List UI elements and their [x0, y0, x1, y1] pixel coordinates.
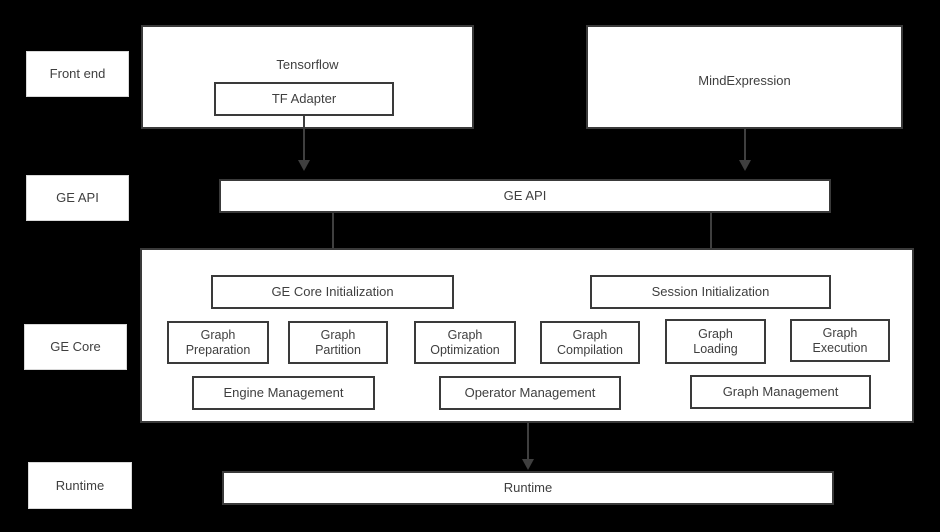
graph-preparation-label: Graph Preparation	[185, 327, 251, 357]
graph-optimization-box: Graph Optimization	[414, 321, 516, 364]
layer-label-ge-core: GE Core	[24, 324, 127, 370]
session-initialization-box: Session Initialization	[590, 275, 831, 309]
graph-management-box: Graph Management	[690, 375, 871, 409]
operator-management-box: Operator Management	[439, 376, 621, 410]
layer-label-ge-api: GE API	[26, 175, 129, 221]
layer-label-front-end: Front end	[26, 51, 129, 97]
connector-ge-api-to-ge-core-init	[332, 213, 334, 260]
mindexpression-container: MindExpression	[586, 25, 903, 129]
arrowhead-mindexpression-to-ge-api	[739, 160, 751, 171]
connector-ge-api-to-session-init	[710, 213, 712, 260]
tf-adapter-box: TF Adapter	[214, 82, 394, 116]
graph-management-label: Graph Management	[722, 384, 839, 400]
session-initialization-label: Session Initialization	[651, 284, 770, 300]
arrowhead-ge-core-to-runtime	[522, 459, 534, 470]
layer-label-ge-api-text: GE API	[56, 190, 99, 206]
tf-adapter-label: TF Adapter	[271, 91, 337, 107]
runtime-bar: Runtime	[222, 471, 834, 505]
runtime-bar-label: Runtime	[503, 480, 553, 496]
ge-api-bar-label: GE API	[503, 188, 547, 204]
ge-core-initialization-label: GE Core Initialization	[271, 284, 394, 300]
graph-preparation-box: Graph Preparation	[167, 321, 269, 364]
layer-label-ge-core-text: GE Core	[50, 339, 101, 355]
tensorflow-title: Tensorflow	[276, 57, 339, 72]
engine-management-label: Engine Management	[223, 385, 344, 401]
ge-core-initialization-box: GE Core Initialization	[211, 275, 454, 309]
graph-execution-label: Graph Execution	[812, 325, 868, 355]
layer-label-runtime-text: Runtime	[55, 477, 105, 493]
graph-optimization-label: Graph Optimization	[430, 327, 500, 357]
graph-compilation-box: Graph Compilation	[540, 321, 640, 364]
graph-loading-box: Graph Loading	[665, 319, 766, 364]
graph-partition-box: Graph Partition	[288, 321, 388, 364]
graph-execution-box: Graph Execution	[790, 319, 890, 362]
layer-label-front-end-text: Front end	[49, 66, 106, 82]
ge-api-bar: GE API	[219, 179, 831, 213]
graph-partition-label: Graph Partition	[315, 327, 361, 357]
connector-mindexpression-to-ge-api	[744, 129, 746, 162]
operator-management-label: Operator Management	[464, 385, 596, 401]
connector-ge-core-to-runtime	[527, 423, 529, 461]
graph-compilation-label: Graph Compilation	[556, 327, 623, 357]
graph-loading-label: Graph Loading	[693, 326, 738, 356]
engine-management-box: Engine Management	[192, 376, 375, 410]
arrowhead-tf-adapter-to-ge-api	[298, 160, 310, 171]
connector-tf-adapter-to-ge-api	[303, 116, 305, 162]
mindexpression-title: MindExpression	[698, 73, 791, 88]
layer-label-runtime: Runtime	[28, 462, 132, 509]
